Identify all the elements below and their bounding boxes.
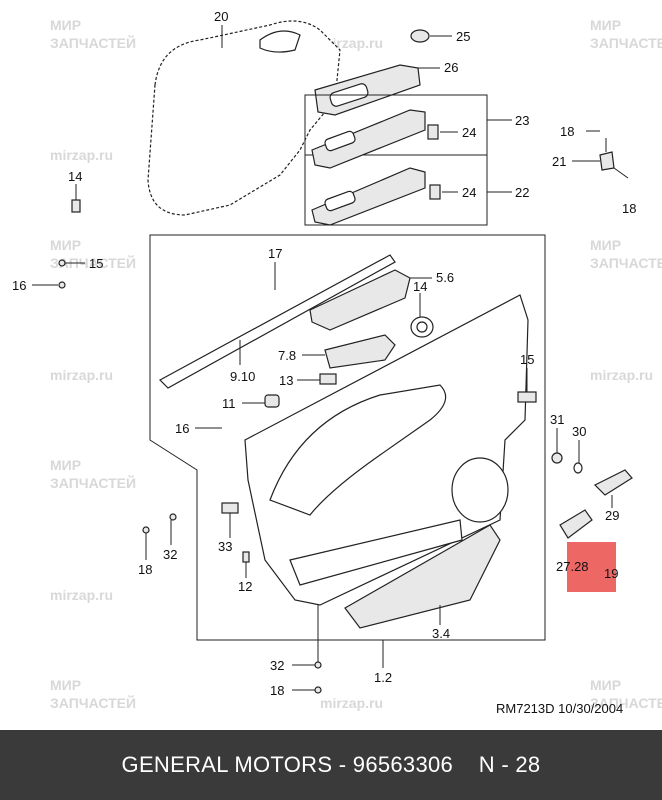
watermark-text: МИР — [50, 677, 81, 693]
part-15b-clip — [517, 391, 537, 403]
watermark-text: mirzap.ru — [50, 147, 113, 163]
callout-24b: 24 — [462, 185, 476, 200]
part-30-washer — [573, 462, 583, 474]
callout-21: 21 — [552, 154, 566, 169]
callout-32a: 32 — [163, 547, 177, 562]
part-14-grommet-inner — [416, 321, 428, 333]
part-20-hole — [259, 30, 301, 53]
callout-11: 11 — [222, 396, 236, 411]
part-14-clip — [71, 199, 81, 213]
callout-23: 23 — [515, 113, 529, 128]
door-trim-armrest — [269, 384, 447, 516]
watermark-text: МИР — [590, 17, 621, 33]
footer-text: GENERAL MOTORS - 96563306 N - 28 — [121, 752, 541, 777]
highlight-box — [567, 542, 616, 592]
callout-13: 13 — [279, 373, 293, 388]
parts-diagram: МИР ЗАПЧАСТЕЙ mirzap.ru МИР ЗАПЧАСТЕЙ mi… — [12, 9, 662, 711]
callout-9-10: 9.10 — [230, 369, 255, 384]
part-22-switch-panel — [311, 167, 426, 226]
part-27-28-inner-handle — [559, 509, 593, 539]
part-29-handle-bezel — [593, 469, 633, 496]
callout-27-28: 27.28 — [556, 559, 589, 574]
callout-7-8: 7.8 — [278, 348, 296, 363]
watermark-text: МИР — [590, 677, 621, 693]
part-33-clip — [221, 502, 239, 514]
watermark: МИР ЗАПЧАСТЕЙ mirzap.ru МИР ЗАПЧАСТЕЙ mi… — [50, 17, 662, 711]
part-7-8-handle — [324, 334, 396, 369]
watermark-text: ЗАПЧАСТЕЙ — [50, 254, 136, 271]
watermark-text: ЗАПЧАСТЕЙ — [590, 34, 662, 51]
callout-16b: 16 — [175, 421, 189, 436]
part-18-screw — [142, 526, 150, 534]
footer-bar: GENERAL MOTORS - 96563306 N - 28 — [0, 730, 662, 800]
leader — [613, 167, 629, 179]
watermark-text: mirzap.ru — [320, 695, 383, 711]
callout-18c: 18 — [138, 562, 152, 577]
callout-18a: 18 — [560, 124, 574, 139]
callout-24a: 24 — [462, 125, 476, 140]
callout-14a: 14 — [68, 169, 82, 184]
watermark-text: ЗАПЧАСТЕЙ — [50, 474, 136, 491]
part-22-switch — [324, 190, 356, 212]
watermark-text: ЗАПЧАСТЕЙ — [50, 34, 136, 51]
callout-29: 29 — [605, 508, 619, 523]
watermark-text: mirzap.ru — [590, 367, 653, 383]
part-9-10-belt-moulding — [159, 254, 396, 389]
callout-18b: 18 — [622, 201, 636, 216]
group-box-22 — [304, 154, 488, 226]
part-18d-screw — [314, 686, 322, 694]
part-24a-switch — [427, 124, 439, 140]
watermark-text: mirzap.ru — [50, 587, 113, 603]
watermark-text: ЗАПЧАСТЕЙ — [50, 694, 136, 711]
drawing-reference: RM7213D 10/30/2004 — [496, 701, 624, 716]
callout-17: 17 — [268, 246, 282, 261]
part-32b-screw — [314, 661, 322, 669]
part-23-switch-panel — [311, 109, 426, 169]
callout-1-2: 1.2 — [374, 670, 392, 685]
watermark-text: МИР — [590, 237, 621, 253]
part-16-clip — [58, 281, 66, 289]
part-31-nut — [551, 452, 563, 464]
part-32-screw — [169, 513, 177, 521]
callout-22: 22 — [515, 185, 529, 200]
door-trim-speaker-grille — [451, 457, 509, 523]
watermark-text: МИР — [50, 457, 81, 473]
callout-5-6: 5.6 — [436, 270, 454, 285]
callout-18d: 18 — [270, 683, 284, 698]
part-12-clip — [242, 551, 250, 563]
part-13-clip — [319, 373, 337, 385]
callout-31: 31 — [550, 412, 564, 427]
watermark-text: mirzap.ru — [50, 367, 113, 383]
part-23-switch — [324, 130, 356, 152]
callout-33: 33 — [218, 539, 232, 554]
part-20-door-seal — [147, 20, 341, 216]
callout-15a: 15 — [89, 256, 103, 271]
leader-lines — [32, 25, 613, 691]
part-25-clip — [410, 29, 430, 43]
door-trim-pocket — [289, 519, 463, 586]
callout-20: 20 — [214, 9, 228, 24]
part-21-bracket — [599, 151, 615, 171]
part-15-clip — [58, 259, 66, 267]
callout-25: 25 — [456, 29, 470, 44]
main-group-box — [149, 234, 546, 641]
part-5-6-pull-handle — [309, 269, 411, 331]
part-11-cap — [264, 394, 280, 408]
callout-32b: 32 — [270, 658, 284, 673]
callout-19: 19 — [604, 566, 618, 581]
callout-labels: 20 25 26 23 24 22 24 18 21 18 14 15 16 1… — [12, 9, 636, 698]
watermark-text: ЗАПЧАСТЕЙ — [590, 694, 662, 711]
callout-16a: 16 — [12, 278, 26, 293]
callout-26: 26 — [444, 60, 458, 75]
callout-3-4: 3.4 — [432, 626, 450, 641]
callout-30: 30 — [572, 424, 586, 439]
watermark-text: ЗАПЧАСТЕЙ — [590, 254, 662, 271]
watermark-text: МИР — [50, 237, 81, 253]
watermark-text: МИР — [50, 17, 81, 33]
part-3-4-map-pocket — [344, 524, 501, 629]
part-24b-switch — [429, 184, 441, 200]
callout-12: 12 — [238, 579, 252, 594]
callout-15b: 15 — [520, 352, 534, 367]
callout-14b: 14 — [413, 279, 427, 294]
